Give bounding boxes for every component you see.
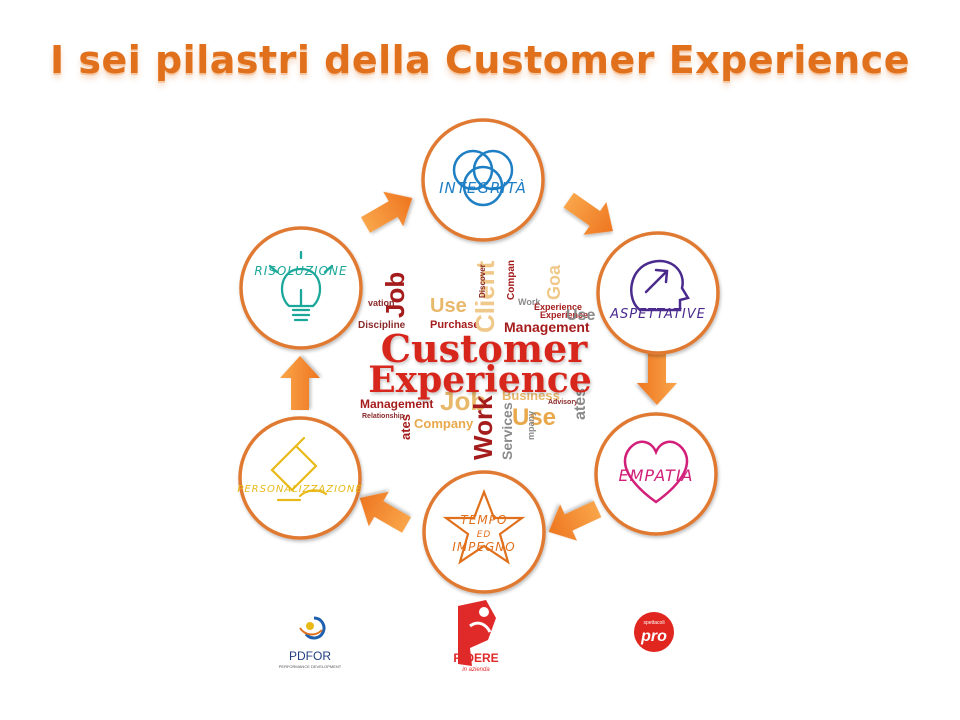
pdfor-name: PDFOR: [289, 649, 331, 663]
head-arrow-icon: [630, 259, 690, 312]
cloud-word: Work: [468, 395, 498, 460]
pillar-tempo-impegno: TEMPO ED IMPEGNO: [422, 470, 546, 594]
cloud-word: Business: [502, 388, 560, 403]
center-title-line2: Experience: [368, 359, 592, 401]
cloud-word: Job: [440, 386, 486, 416]
cloud-word: Purchase: [430, 319, 480, 331]
pillar-aspettative: ASPETTATIVE: [596, 231, 720, 355]
arrow-left-icon: [548, 500, 602, 541]
pillar-label-line3: IMPEGNO: [452, 540, 515, 554]
center-title-line1: Customer: [381, 326, 589, 371]
pillar-label: PERSONALIZZAZIONE: [237, 484, 362, 495]
pillar-personalizzazione: PERSONALIZZAZIONE: [237, 416, 362, 540]
cloud-word: Use: [430, 295, 467, 317]
cloud-word: Compan: [506, 260, 517, 300]
heart-icon: [623, 440, 689, 504]
page-title: I sei pilastri della Customer Experience: [49, 38, 911, 82]
pencil-hand-icon: [270, 436, 328, 502]
cloud-word: Experience: [540, 310, 588, 320]
ridere-logo: RIDERE in azienda: [453, 600, 499, 673]
cloud-word: Management: [360, 397, 433, 411]
pillar-risoluzione: RISOLUZIONE: [239, 226, 363, 350]
pillar-label: RISOLUZIONE: [254, 264, 347, 278]
cloud-word: Use: [566, 307, 595, 324]
cloud-word: Experience: [534, 302, 582, 312]
flow-arrows: [280, 191, 677, 541]
arrow-right-icon: [360, 191, 413, 233]
cloud-word: Job: [380, 272, 410, 318]
ridere-tagline: in azienda: [462, 667, 490, 673]
pillar-label: ASPETTATIVE: [609, 307, 706, 322]
cloud-word: Services: [499, 402, 515, 460]
arrow-left-icon: [359, 491, 412, 533]
arrow-up-icon: [280, 356, 320, 410]
cloud-word: Discipline: [358, 320, 406, 331]
pillar-integrita: INTEGRITÀ: [421, 118, 545, 242]
cloud-word: mpany: [526, 411, 536, 440]
ridere-name: RIDERE: [453, 651, 498, 665]
cloud-word: Management: [504, 319, 590, 335]
arrow-right-icon: [563, 192, 613, 235]
cloud-word: ates: [572, 388, 589, 420]
pillar-label: EMPATIA: [619, 466, 694, 485]
cloud-word: Work: [518, 297, 541, 307]
spettacoli-top: spettacoli: [643, 620, 664, 626]
cloud-word: Client: [470, 260, 500, 333]
pillar-label-line2: ED: [477, 530, 492, 540]
cloud-word: vation: [368, 298, 395, 308]
pillar-label: INTEGRITÀ: [439, 178, 527, 197]
cloud-word: Discover: [478, 264, 487, 298]
cloud-word: ates: [398, 414, 413, 440]
pdfor-logo: PDFOR PERFORMANCE DEVELOPMENT: [279, 616, 342, 669]
interlocking-circles-icon: [452, 149, 514, 207]
pillar-label-line1: TEMPO: [461, 513, 508, 527]
cloud-word: Use: [512, 404, 556, 431]
pillar-empatia: EMPATIA: [594, 412, 718, 536]
arrow-down-icon: [637, 351, 677, 405]
cloud-word: Advisory: [548, 399, 578, 406]
cloud-word: Company: [414, 416, 474, 431]
cloud-word: Relationship: [362, 413, 404, 420]
word-cloud: Job Use Management Purchase Client Work …: [358, 260, 595, 460]
spettacoli-name: pro: [640, 628, 667, 645]
cloud-word: Goa: [544, 264, 564, 300]
lightbulb-icon: [268, 250, 334, 322]
star-icon: [442, 488, 526, 565]
pdfor-tagline: PERFORMANCE DEVELOPMENT: [279, 664, 342, 669]
spettacoli-pro-logo: spettacoli pro: [634, 612, 674, 652]
